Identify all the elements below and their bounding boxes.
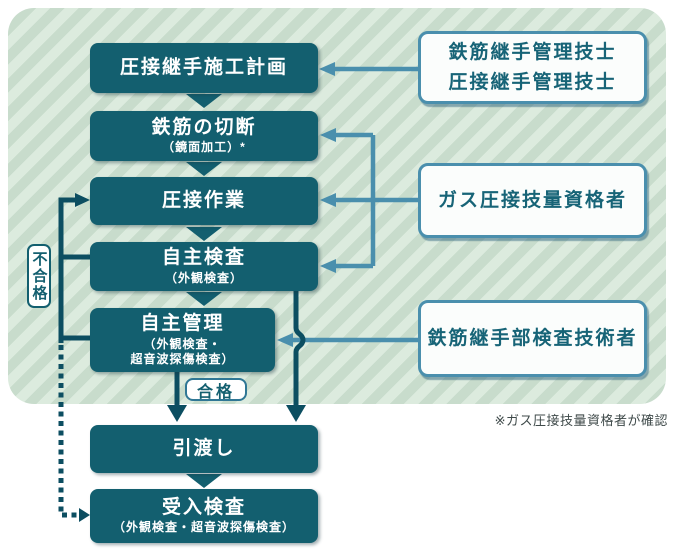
arrowhead-into-cut: [320, 128, 336, 142]
qualification-label: 鉄筋継手部検査技術者: [427, 327, 638, 349]
qualification-box-joint-inspector: 鉄筋継手部検査技術者: [418, 300, 647, 377]
arrowhead-into-selfinspect: [320, 259, 336, 273]
fail-badge: 不合格: [27, 244, 51, 308]
step-label: 圧接継手施工計画: [119, 57, 288, 79]
chevron-plan-to-cut: [186, 94, 222, 108]
qualification-box-joint-managers: 鉄筋継手管理技士 圧接継手管理技士: [418, 31, 647, 104]
step-label: 自主検査: [161, 247, 246, 269]
dark-connectors: [58, 197, 306, 518]
step-sublabel: （外観検査・超音波探傷検査）: [112, 520, 295, 535]
chevron-weld-to-selfinspect: [186, 227, 222, 241]
arrowhead-dashed-into-acceptance: [79, 508, 90, 522]
arrowhead-into-plan: [319, 62, 335, 76]
pass-badge: 合格: [185, 378, 247, 401]
arrowhead-into-selfmanage: [277, 333, 293, 347]
flow-step-weld: 圧接作業: [90, 177, 318, 225]
step-sublabel: （外観検査）: [164, 270, 243, 285]
flow-step-self-manage: 自主管理 （外観検査・ 超音波探傷検査）: [90, 308, 275, 372]
qualification-label: 鉄筋継手管理技士 圧接継手管理技士: [448, 42, 617, 93]
chevron-selfinspect-to-selfmanage: [186, 292, 222, 306]
step-chevrons: [186, 94, 222, 488]
step-label: 引渡し: [172, 438, 236, 460]
step-sublabel: （外観検査・ 超音波探傷検査）: [130, 336, 235, 366]
pass-line-selfinspect-with-hop: [293, 289, 306, 406]
chevron-handover-to-acceptance: [186, 474, 222, 488]
arrowhead-fail-into-weld: [75, 193, 90, 207]
step-label: 自主管理: [140, 313, 225, 335]
qualification-box-welding-qualified: ガス圧接技量資格者: [418, 163, 647, 238]
chevron-cut-to-weld: [186, 162, 222, 176]
flow-step-cut: 鉄筋の切断 （鏡面加工）*: [90, 111, 318, 161]
flow-step-self-inspect: 自主検査 （外観検査）: [90, 242, 318, 291]
arrowhead-pass-into-handover-left: [167, 405, 187, 422]
fail-return-line: [58, 197, 76, 343]
step-sublabel: （鏡面加工）*: [162, 140, 246, 155]
arrowhead-pass-into-handover-right: [286, 405, 306, 422]
flow-step-plan: 圧接継手施工計画: [90, 43, 318, 93]
flow-step-acceptance: 受入検査 （外観検査・超音波探傷検査）: [90, 489, 318, 543]
flow-step-handover: 引渡し: [90, 425, 318, 473]
step-label: 鉄筋の切断: [151, 116, 257, 138]
qualification-label: ガス圧接技量資格者: [437, 189, 627, 211]
arrowhead-into-weld: [320, 193, 336, 207]
step-label: 受入検査: [161, 496, 246, 518]
footnote: ※ガス圧接技量資格者が確認: [494, 413, 668, 428]
step-label: 圧接作業: [161, 190, 246, 212]
dark-arrowheads: [75, 193, 306, 522]
fail-dashed-to-acceptance: [58, 345, 79, 518]
blue-connectors: [293, 66, 418, 343]
blue-arrowheads: [277, 62, 336, 347]
